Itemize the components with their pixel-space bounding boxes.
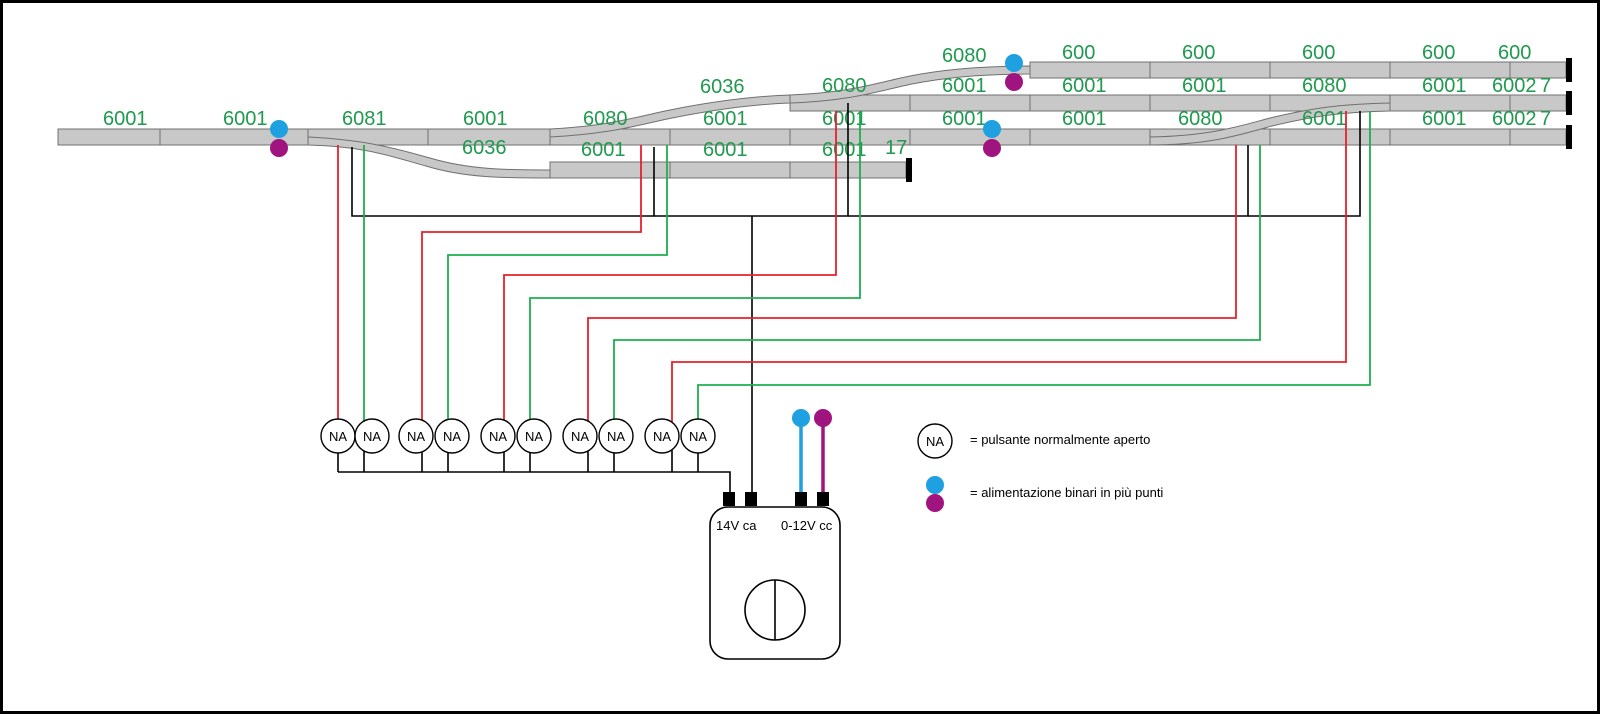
track-label: 6080 [822, 75, 867, 97]
legend: NA = pulsante normalmente aperto = alime… [917, 423, 1163, 512]
na-button-label: NA [689, 429, 707, 444]
feed-blue-dot [983, 120, 1001, 138]
buffer-stops [906, 58, 1572, 182]
na-button-label: NA [329, 429, 347, 444]
track-label: 6001 [703, 139, 748, 161]
track-label: 600 [1498, 42, 1531, 64]
track-label: 6001 [942, 108, 987, 130]
track-label: 6001 [103, 108, 148, 130]
terminal [723, 492, 735, 506]
legend-button-text: = pulsante normalmente aperto [970, 432, 1150, 447]
track-label: 17 [885, 137, 907, 159]
na-button-label: NA [525, 429, 543, 444]
track-label: 6001 [1422, 108, 1467, 130]
track-labels: 6001 6001 6081 6001 6080 6036 6080 6036 … [103, 42, 1551, 161]
track-label: 6001 [703, 108, 748, 130]
na-button: NA [320, 418, 356, 454]
feed-points [270, 54, 1023, 157]
track-label: 6001 [1422, 75, 1467, 97]
track-label: 6002 [1492, 108, 1537, 130]
track-piece [57, 128, 161, 146]
track-label: 6080 [1302, 75, 1347, 97]
legend-button-label: NA [926, 434, 944, 449]
na-button-label: NA [571, 429, 589, 444]
track-label: 6002 [1492, 75, 1537, 97]
track-piece [669, 161, 791, 179]
terminal [795, 492, 807, 506]
control-wires [337, 111, 1371, 424]
track-piece [1029, 128, 1151, 146]
buffer-stop [906, 158, 912, 182]
terminal [817, 492, 829, 506]
na-button: NA [354, 418, 390, 454]
na-button-label: NA [407, 429, 425, 444]
feed-purple-dot [983, 139, 1001, 157]
feed-blue-dot [270, 120, 288, 138]
na-button-label: NA [363, 429, 381, 444]
na-button: NA [598, 418, 634, 454]
feed-purple-dot [270, 139, 288, 157]
dc-output-label: 0-12V cc [781, 518, 833, 533]
track-piece [1269, 128, 1391, 146]
track-layout [57, 61, 1567, 179]
feed-purple-dot [1005, 73, 1023, 91]
feed-purple-dot [926, 494, 944, 512]
na-button: NA [644, 418, 680, 454]
track-label: 6080 [942, 45, 987, 67]
track-piece [1509, 128, 1567, 146]
track-label: 6001 [1302, 108, 1347, 130]
na-button-label: NA [607, 429, 625, 444]
feed-blue-dot [926, 476, 944, 494]
terminal [745, 492, 757, 506]
buffer-stop [1566, 91, 1572, 115]
track-label: 600 [1422, 42, 1455, 64]
legend-button-symbol [917, 423, 953, 459]
track-label: 6001 [1182, 75, 1227, 97]
track-label: 6080 [583, 108, 628, 130]
na-button: NA [434, 418, 470, 454]
na-button: NA [562, 418, 598, 454]
ac-output-label: 14V ca [716, 518, 757, 533]
track-label: 600 [1182, 42, 1215, 64]
track-label: 6001 [822, 108, 867, 130]
pushbuttons: NA NA NA NA NA NA NA NA NA NA [320, 418, 716, 454]
track-piece [549, 161, 671, 179]
na-button-label: NA [653, 429, 671, 444]
track-label: 6001 [463, 108, 508, 130]
track-label: 6001 [822, 139, 867, 161]
feed-blue-dot [1005, 54, 1023, 72]
feed-purple-dot [814, 409, 832, 427]
track-label: 6036 [462, 137, 507, 159]
power-supply: 14V ca 0-12V cc [709, 409, 841, 660]
track-label: 6001 [942, 75, 987, 97]
track-label: 600 [1062, 42, 1095, 64]
track-label: 6080 [1178, 108, 1223, 130]
common-wire [337, 103, 1361, 498]
na-button: NA [480, 418, 516, 454]
na-button: NA [398, 418, 434, 454]
track-label: 6036 [700, 76, 745, 98]
track-label: 6001 [581, 139, 626, 161]
track-label: 6001 [1062, 108, 1107, 130]
na-button: NA [680, 418, 716, 454]
track-label: 7 [1540, 108, 1551, 130]
track-label: 7 [1540, 75, 1551, 97]
track-label: 6001 [223, 108, 268, 130]
na-button: NA [516, 418, 552, 454]
na-button-label: NA [489, 429, 507, 444]
track-curve [1149, 102, 1391, 146]
legend-feed-text: = alimentazione binari in più punti [970, 485, 1163, 500]
track-label: 600 [1302, 42, 1335, 64]
buffer-stop [1566, 58, 1572, 82]
track-piece [909, 128, 1031, 146]
feed-blue-dot [792, 409, 810, 427]
track-label: 6081 [342, 108, 387, 130]
track-piece [1389, 128, 1511, 146]
track-label: 6001 [1062, 75, 1107, 97]
na-button-label: NA [443, 429, 461, 444]
buffer-stop [1566, 125, 1572, 149]
